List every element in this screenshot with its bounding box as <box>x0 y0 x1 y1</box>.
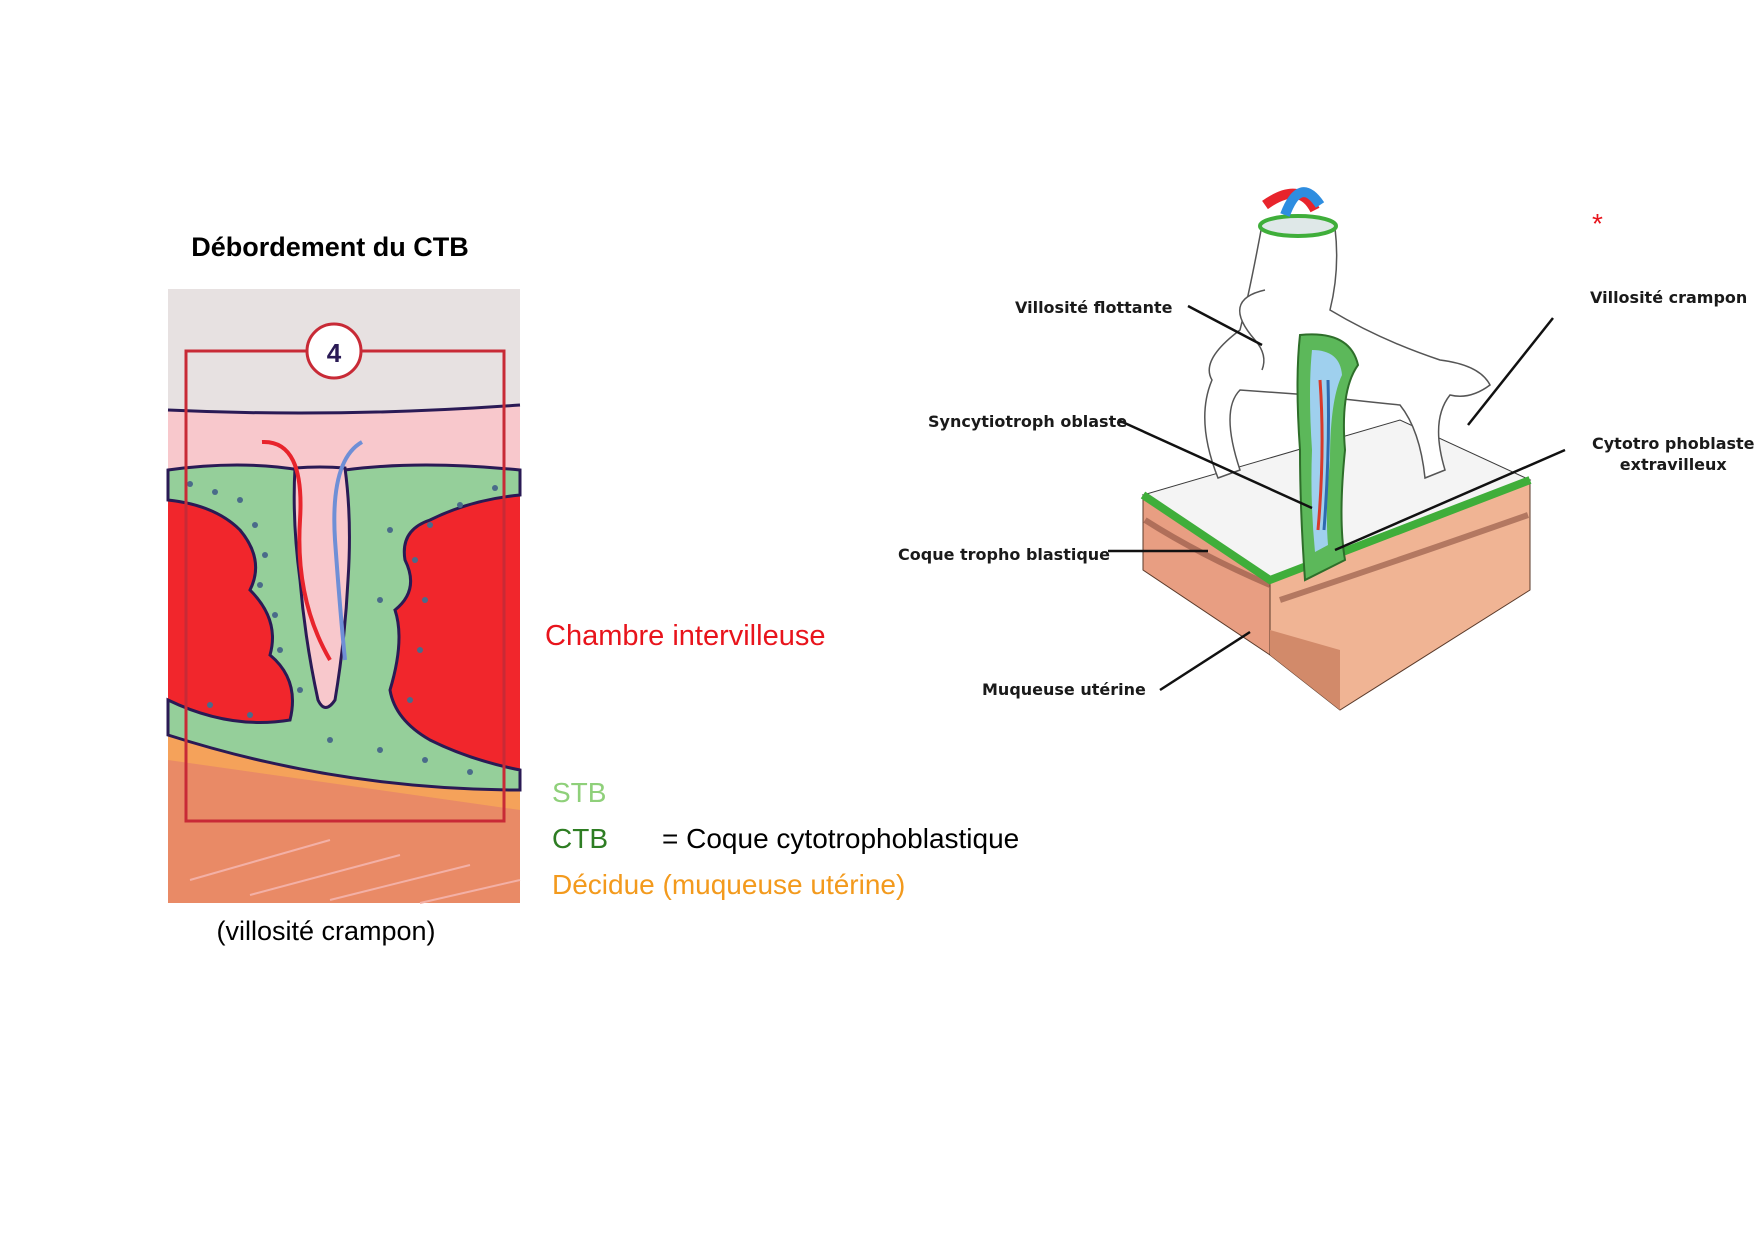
label-cytotrophoblaste-extravilleux: Cytotro phoblaste extravilleux <box>1592 433 1754 475</box>
label-villosite-crampon: Villosité crampon <box>1590 288 1748 307</box>
label-muqueuse-uterine: Muqueuse utérine <box>982 680 1146 699</box>
asterisk-mark: * <box>1592 208 1603 239</box>
label-coque-trophoblastique: Coque tropho blastique <box>898 545 1111 564</box>
leader-muqueuse <box>1159 630 1251 692</box>
label-syncytiotrophoblaste: Syncytiotroph oblaste <box>928 412 1128 431</box>
chambre-intervilleuse-label: Chambre intervilleuse <box>545 620 826 652</box>
label-cyto-line1: Cytotro phoblaste <box>1592 434 1754 453</box>
left-figure-caption: (villosité crampon) <box>216 916 436 946</box>
right-3d-placenta-diagram <box>1108 187 1566 711</box>
leader-villosite-flottante <box>1187 304 1263 347</box>
slide-title: Débordement du CTB <box>191 232 469 262</box>
figure-number: 4 <box>327 338 342 368</box>
leader-syncytio <box>1117 418 1313 510</box>
leader-villosite-crampon <box>1467 317 1554 426</box>
left-diagram-panel: 4 <box>166 289 522 904</box>
legend-decidue: Décidue (muqueuse utérine) <box>552 869 906 900</box>
legend-ctb-definition: = Coque cytotrophoblastique <box>662 823 1020 854</box>
legend-ctb: CTB <box>552 823 608 854</box>
legend-stb: STB <box>552 777 607 808</box>
leader-cyto <box>1334 448 1566 552</box>
label-cyto-line2: extravilleux <box>1619 455 1727 474</box>
label-villosite-flottante: Villosité flottante <box>1015 298 1173 317</box>
